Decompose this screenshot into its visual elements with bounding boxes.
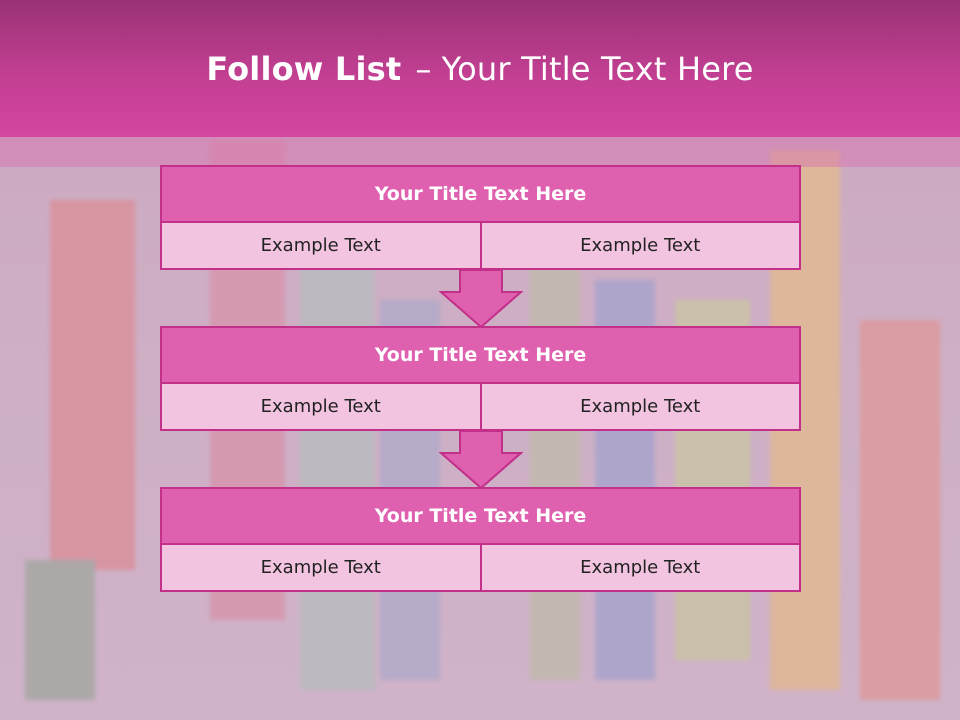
step-2-left-cell: Example Text: [160, 382, 482, 431]
step-row-3: Example Text Example Text: [160, 543, 801, 592]
step-row-2: Example Text Example Text: [160, 382, 801, 431]
step-title-3: Your Title Text Here: [160, 487, 801, 545]
title-bold: Follow List: [206, 50, 402, 88]
step-title-2: Your Title Text Here: [160, 326, 801, 384]
step-3-left-cell: Example Text: [160, 543, 482, 592]
step-row-1: Example Text Example Text: [160, 221, 801, 270]
step-box-3: Your Title Text Here Example Text Exampl…: [160, 487, 801, 592]
down-arrow-icon: [439, 270, 523, 328]
title-rest: Your Title Text Here: [441, 50, 754, 88]
step-2-right-cell: Example Text: [479, 382, 801, 431]
step-1-right-cell: Example Text: [479, 221, 801, 270]
step-title-1: Your Title Text Here: [160, 165, 801, 223]
title-separator: –: [415, 50, 432, 88]
header-strip: [0, 137, 960, 167]
step-1-left-cell: Example Text: [160, 221, 482, 270]
step-3-right-cell: Example Text: [479, 543, 801, 592]
slide-title: Follow List–Your Title Text Here: [0, 50, 960, 88]
down-arrow-icon: [439, 431, 523, 489]
step-box-1: Your Title Text Here Example Text Exampl…: [160, 165, 801, 270]
step-box-2: Your Title Text Here Example Text Exampl…: [160, 326, 801, 431]
header-band: [0, 0, 960, 137]
